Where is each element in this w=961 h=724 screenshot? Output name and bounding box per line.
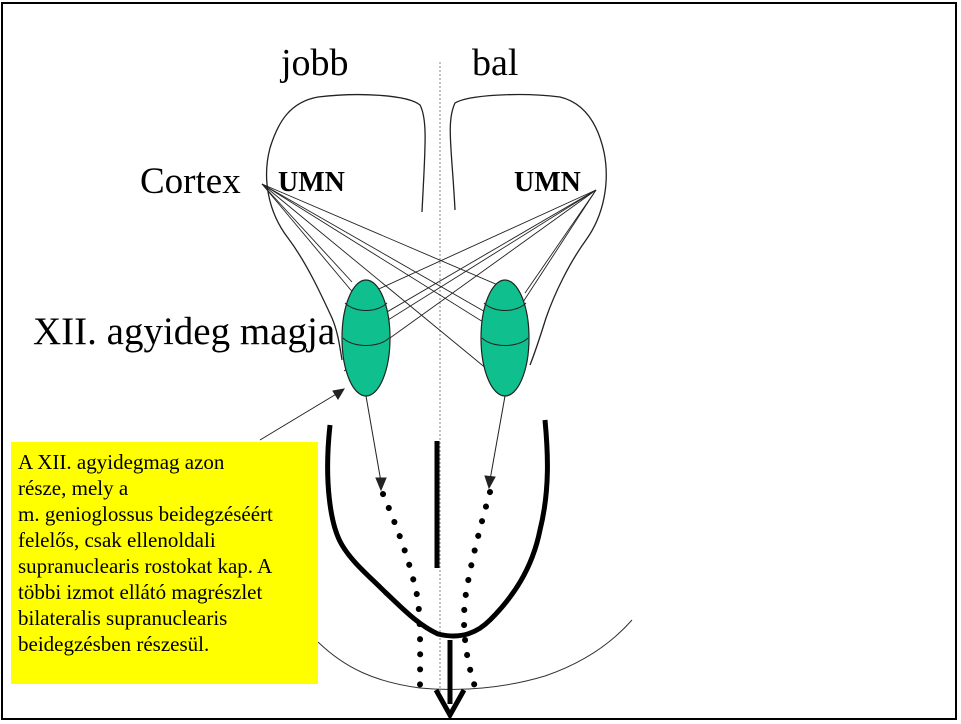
note-line: m. genioglossus beidegzéséért: [18, 501, 314, 527]
note-line: felelős, csak ellenoldali: [18, 527, 314, 553]
hemisphere-label-right: jobb: [281, 44, 349, 82]
nucleus-label: XII. agyideg magja: [33, 312, 335, 351]
cortex-label: Cortex: [140, 163, 241, 200]
nucleus-right: [342, 280, 390, 396]
note-line: része, mely a: [18, 475, 314, 501]
note-line: supranuclearis rostokat kap. A: [18, 553, 314, 579]
note-line: A XII. agyidegmag azon: [18, 449, 314, 475]
nucleus-left: [481, 280, 529, 396]
umn-label-right: UMN: [278, 169, 345, 197]
note-line: többi izmot ellátó magrészlet: [18, 579, 314, 605]
note-line: beidegzésben részesül.: [18, 631, 314, 657]
dotted-pathway-left: [464, 492, 490, 690]
umn-label-left: UMN: [514, 169, 581, 197]
note-box: A XII. agyidegmag azon része, mely a m. …: [11, 442, 318, 684]
hemisphere-label-left: bal: [472, 44, 518, 82]
note-line: bilateralis supranuclearis: [18, 605, 314, 631]
